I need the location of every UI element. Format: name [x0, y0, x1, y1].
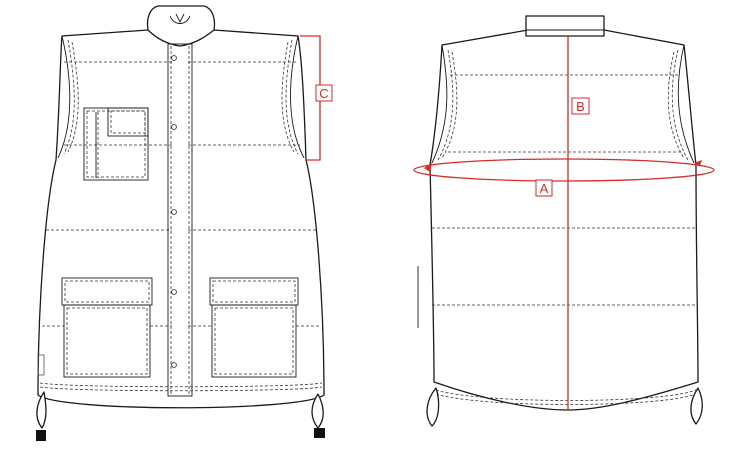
measurement-b-label: B — [576, 99, 585, 114]
snap-button — [171, 289, 177, 295]
front-left-armhole — [57, 35, 71, 159]
snap-button — [171, 209, 177, 215]
measurement-a-ellipse — [413, 158, 715, 182]
left-drawcord — [36, 391, 47, 429]
front-collar — [146, 5, 216, 47]
measurement-a-arrow — [694, 160, 702, 166]
snap-button — [171, 55, 177, 61]
snap-button — [171, 124, 177, 130]
measurement-c-box — [315, 84, 333, 102]
left-cord-stopper — [36, 430, 46, 441]
left-pocket-flap — [61, 277, 153, 306]
chest-pocket-flap — [107, 107, 149, 137]
measurement-a-label: A — [540, 181, 549, 196]
back-view: B A — [413, 15, 715, 427]
back-left-drawcord — [426, 387, 440, 427]
right-pocket-flap — [209, 277, 299, 306]
snap-button — [171, 362, 177, 368]
label-tag — [37, 354, 45, 376]
front-placket — [167, 43, 193, 397]
back-collar — [525, 15, 605, 37]
measurement-a-arrow — [424, 163, 432, 172]
right-cord-stopper — [314, 428, 325, 438]
measurement-a-box — [535, 179, 553, 197]
back-vest-body — [429, 29, 699, 411]
front-view: C — [36, 5, 333, 441]
measurement-c-label: C — [319, 86, 328, 101]
measurement-b-box — [571, 97, 590, 115]
back-right-drawcord — [690, 387, 703, 425]
front-vest-body — [37, 29, 325, 409]
